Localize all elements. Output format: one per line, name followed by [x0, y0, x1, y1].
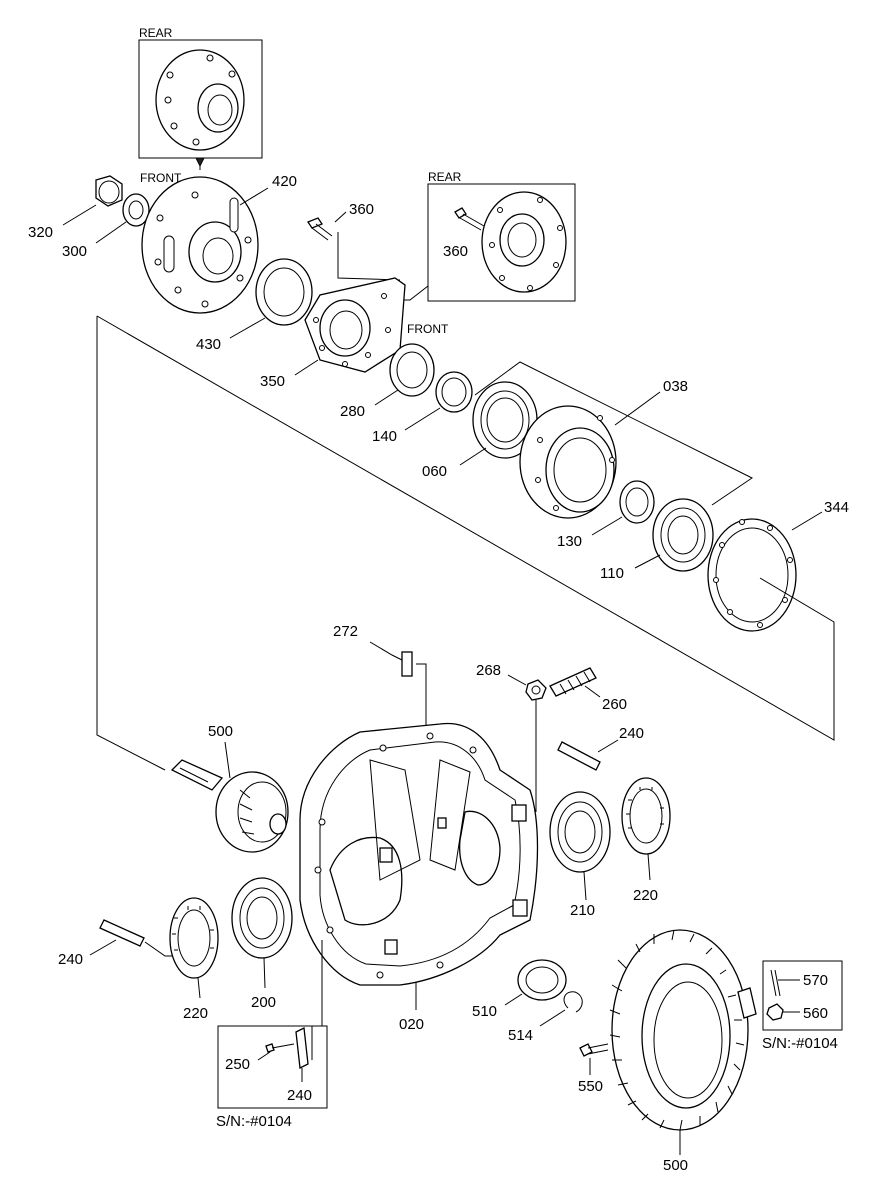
- label-550: 550: [578, 1078, 603, 1095]
- part-268-nut: 268: [476, 662, 547, 812]
- label-420: 420: [272, 173, 297, 190]
- part-060-bearing: 060: [422, 381, 538, 480]
- part-420-flange: FRONT 420: [140, 171, 297, 314]
- part-344-gasket: 344: [707, 499, 849, 632]
- label-060: 060: [422, 463, 447, 480]
- label-560: 560: [803, 1005, 828, 1022]
- part-272-shim: 272: [333, 623, 427, 730]
- sn-label-left: S/N:-#0104: [216, 1113, 292, 1130]
- rear-flange-inset: REAR: [138, 26, 263, 170]
- part-280-seal: FRONT 280: [340, 322, 449, 420]
- label-038: 038: [663, 378, 688, 395]
- sn-label-right: S/N:-#0104: [762, 1035, 838, 1052]
- label-260: 260: [602, 696, 627, 713]
- part-220-adjuster-right: 220: [621, 777, 671, 904]
- part-038-carrier: 038: [519, 378, 688, 519]
- label-210: 210: [570, 902, 595, 919]
- label-360-main: 360: [349, 201, 374, 218]
- label-240-left: 240: [58, 951, 83, 968]
- part-430-seal: 430: [196, 258, 313, 353]
- assembly-frame-main: [96, 316, 166, 771]
- label-250: 250: [225, 1056, 250, 1073]
- part-210-bearing: 210: [549, 791, 611, 919]
- label-320: 320: [28, 224, 53, 241]
- part-500-pinion: 500: [170, 723, 289, 853]
- label-130: 130: [557, 533, 582, 550]
- label-240-inset: 240: [287, 1087, 312, 1104]
- right-inset-570-560: 570 560 S/N:-#0104: [762, 960, 843, 1052]
- label-500-gear: 500: [663, 1157, 688, 1174]
- label-514: 514: [508, 1027, 533, 1044]
- label-272: 272: [333, 623, 358, 640]
- label-360-inset: 360: [443, 243, 468, 260]
- part-lock-plate: [737, 987, 757, 1019]
- assembly-frame-upper: [474, 361, 753, 506]
- front-label-cover: FRONT: [407, 322, 449, 336]
- part-020-housing: 020: [299, 722, 539, 1033]
- part-240-pin-left: 240: [58, 919, 172, 968]
- part-240-pin-right: 240: [557, 725, 644, 771]
- label-140: 140: [372, 428, 397, 445]
- label-268: 268: [476, 662, 501, 679]
- part-200-bearing: 200: [231, 877, 293, 1011]
- part-300-washer: 300: [62, 193, 150, 260]
- label-280: 280: [340, 403, 365, 420]
- part-500-ring-gear: 500: [609, 929, 749, 1174]
- label-300: 300: [62, 243, 87, 260]
- part-260-stud: 260: [549, 667, 627, 713]
- label-200: 200: [251, 994, 276, 1011]
- front-label-flange: FRONT: [140, 171, 182, 185]
- label-510: 510: [472, 1003, 497, 1020]
- assembly-frame-diagonal: [96, 315, 835, 741]
- rear-cover-inset: REAR 360: [404, 170, 576, 302]
- rear-label-top: REAR: [139, 26, 173, 40]
- part-130-ring: 130: [557, 480, 655, 550]
- part-220-adjuster-left: 220: [169, 897, 219, 1022]
- label-570: 570: [803, 972, 828, 989]
- label-020: 020: [399, 1016, 424, 1033]
- part-320-nut: 320: [28, 175, 123, 241]
- rear-label-cover: REAR: [428, 170, 462, 184]
- part-140-ring: 140: [372, 371, 473, 445]
- label-220-left: 220: [183, 1005, 208, 1022]
- label-430: 430: [196, 336, 221, 353]
- part-514-snap-ring: 514: [508, 991, 583, 1044]
- label-500-pinion: 500: [208, 723, 233, 740]
- part-360-bolt: 360: [307, 201, 401, 281]
- label-344: 344: [824, 499, 849, 516]
- part-350-cover: 350: [260, 277, 406, 390]
- part-510-bearing: 510: [472, 959, 567, 1020]
- label-350: 350: [260, 373, 285, 390]
- label-110: 110: [600, 565, 624, 582]
- label-240-right: 240: [619, 725, 644, 742]
- part-550-bolt: 550: [578, 1043, 609, 1095]
- part-110-bearing: 110: [600, 498, 714, 582]
- label-220-right: 220: [633, 887, 658, 904]
- left-inset-250-240: 250 240 S/N:-#0104: [216, 940, 328, 1130]
